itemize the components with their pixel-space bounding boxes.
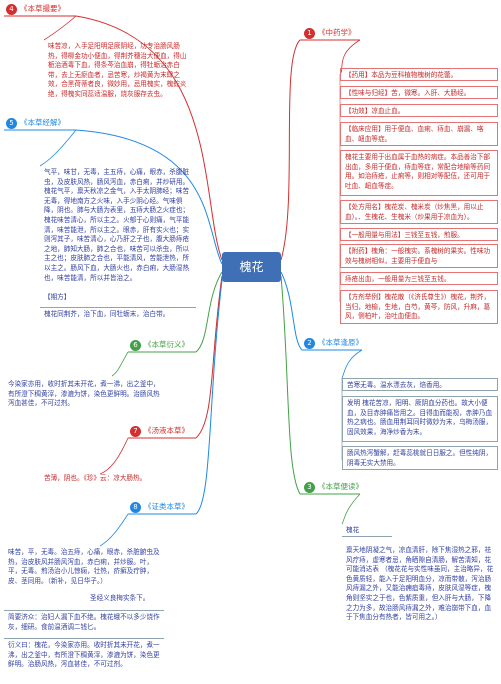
connector-branch-1 <box>280 39 301 261</box>
branch-8-text-3: 简要济众：治妇人漏下血不绝。槐花蛾不以多少烧作灰，细研。食前温酒调二钱匕。 <box>4 610 164 636</box>
branch-2-item-1: 苦寒无毒。温水漂去灰，焙香用。 <box>342 378 498 391</box>
branch-1-item-7: 【一般用量与用法】三钱至五钱，煎服。 <box>340 228 498 241</box>
branch-4-title[interactable]: 4《本草撮要》 <box>6 4 65 15</box>
branch-1-item-10: 【方剂举例】槐花散（《济氏尊生》）槐花，荆芥，当归，地榆，生地，白芍，黄芩，防风… <box>340 290 498 324</box>
branch-3-label: 槐花 <box>342 524 392 537</box>
branch-1-item-6: 【处方用名】槐花炭、槐米炭（炒焦黑，用以止血）。、生槐花、生槐米（炒果用于凉血为… <box>340 200 498 224</box>
branch-6-title[interactable]: 6《本草衍义》 <box>130 340 189 351</box>
connector-branch-4 <box>75 15 223 261</box>
branch-8-title[interactable]: 8《证类本草》 <box>130 502 189 513</box>
branch-8-text-1: 味苦，平，无毒。治五痔，心痛，眼赤，杀脏腑虫及热，治皮肤风并肠风泻血，赤白痢，并… <box>8 548 160 585</box>
branch-1-item-5: 槐花主要用于出血属于血热的病症。本品善治下部出血，多用于便血，痔血等症，常配合地… <box>340 150 498 196</box>
branch-1-item-8: 【附药】槐角：一般槐实。系槐树的果实。性味功效与槐树相似，主要用于便血与 <box>340 244 498 268</box>
connector-branch-6 <box>195 271 223 353</box>
connector-branch-3 <box>280 275 301 495</box>
center-topic[interactable]: 槐花 <box>222 252 281 282</box>
branch-8-text-4: 衍义曰：槐花，今染家亦用。收时折其未开花，煮一沸，出之釜中，有所澄下稠黄滓，渗漉… <box>4 638 164 682</box>
branch-1-item-9: 痔疮出血，一般用量为三钱至五钱。 <box>340 272 498 285</box>
branch-7-text: 苦薄，阴也。《珍》云：凉大肠热。 <box>44 474 147 482</box>
branch-4-text: 味苦凉，入手足阳明足厥阴经，功专治肠风肠热，得柳金功小便血，得荆芥穗治大便血，得… <box>48 42 187 98</box>
connector-branch-2 <box>280 271 303 351</box>
branch-8-text-2: 圣经义良梅实条下。 <box>90 594 150 602</box>
connector-branch-7 <box>195 275 223 439</box>
branch-5-formula-label: 【期方】 <box>44 293 71 301</box>
branch-5-text: 气平，味甘，无毒，主五痔，心痛，眼赤，杀腹脏虫，及皮肤风热，肠风泻血，赤白痢，并… <box>44 168 190 282</box>
branch-1-item-4: 【临床应用】用于便血、血痢、痔血、崩漏、咯血、衄血等症。 <box>340 122 498 146</box>
branch-1-title[interactable]: 1《中药学》 <box>304 28 356 39</box>
branch-1-item-1: 【药用】本品为豆科植物槐树的花蕾。 <box>340 68 498 81</box>
branch-5-title[interactable]: 5《本草经解》 <box>6 118 65 129</box>
branch-6-text: 今染家亦用，收时折其未开花，煮一沸，出之釜中，有所澄下稠黄滓，渗漉为饼，染色更鲜… <box>8 380 160 408</box>
branch-7-title[interactable]: 7《汤液本草》 <box>130 426 189 437</box>
branch-3-text: 禀天地阴凝之气，凉血清肝，除下焦湿热之邪，祛风疗痔，虚寒者忌，角晒隙自清肠，解苦… <box>346 546 494 622</box>
branch-2-item-3: 肠风热泻蟹解，赶毒蕊桃就日日服之。但性纯阴，阴毒无实大禁用。 <box>342 446 498 470</box>
branch-2-title[interactable]: 2《本草逢原》 <box>304 338 363 349</box>
branch-2-item-2: 发明 槐花苦凉，阳明、厥阴血分药也。故大小便血，及目赤肿痛皆用之。目得血而能视，… <box>342 396 498 442</box>
branch-1-item-3: 【功效】凉血止血。 <box>340 104 498 117</box>
branch-3-title[interactable]: 3《本草便读》 <box>304 482 363 493</box>
branch-1-item-2: 【性味与归经】苦，微寒。入肝、大肠经。 <box>340 86 498 99</box>
connector-branch-8 <box>195 279 223 515</box>
branch-5-formula: 槐花同荆芥，治下血，同牡蛎末，治白带。 <box>40 307 196 321</box>
connector-branch-5 <box>75 129 223 265</box>
